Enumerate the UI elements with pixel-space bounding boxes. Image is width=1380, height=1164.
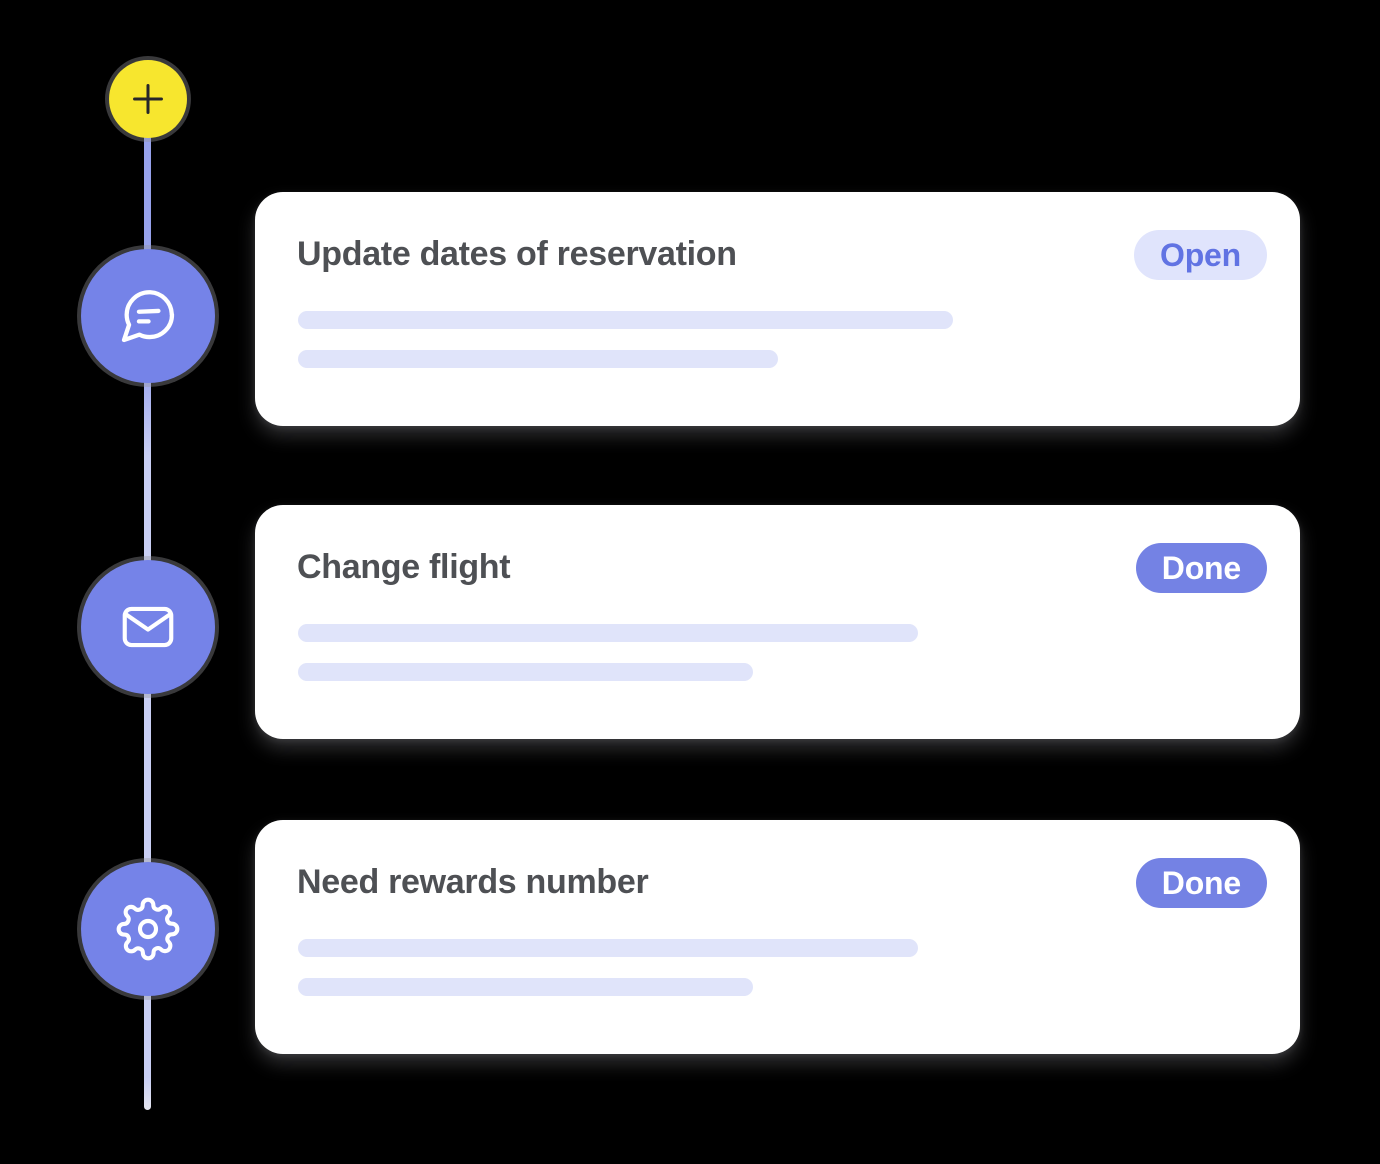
- status-badge[interactable]: Open: [1134, 230, 1267, 280]
- card-title: Update dates of reservation: [297, 235, 737, 273]
- gear-icon: [116, 897, 180, 961]
- timeline-node-settings[interactable]: [81, 862, 215, 996]
- timeline-connector: [144, 316, 151, 627]
- placeholder-line: [298, 350, 778, 368]
- plus-icon: [133, 84, 163, 114]
- add-step-button[interactable]: [109, 60, 187, 138]
- task-card[interactable]: Change flight Done: [255, 505, 1300, 739]
- placeholder-line: [298, 663, 753, 681]
- timeline-node-chat[interactable]: [81, 249, 215, 383]
- placeholder-line: [298, 978, 753, 996]
- task-card[interactable]: Need rewards number Done: [255, 820, 1300, 1054]
- timeline-connector: [144, 99, 151, 316]
- card-title: Change flight: [297, 548, 511, 586]
- timeline-node-mail[interactable]: [81, 560, 215, 694]
- placeholder-line: [298, 939, 918, 957]
- status-badge[interactable]: Done: [1135, 543, 1267, 593]
- timeline-connector: [144, 929, 151, 1110]
- placeholder-line: [298, 311, 953, 329]
- mail-icon: [122, 606, 174, 648]
- status-badge[interactable]: Done: [1135, 858, 1267, 908]
- timeline-connector: [144, 627, 151, 929]
- placeholder-line: [298, 624, 918, 642]
- chat-bubble-icon: [121, 290, 175, 343]
- task-card[interactable]: Update dates of reservation Open: [255, 192, 1300, 426]
- card-title: Need rewards number: [297, 863, 649, 901]
